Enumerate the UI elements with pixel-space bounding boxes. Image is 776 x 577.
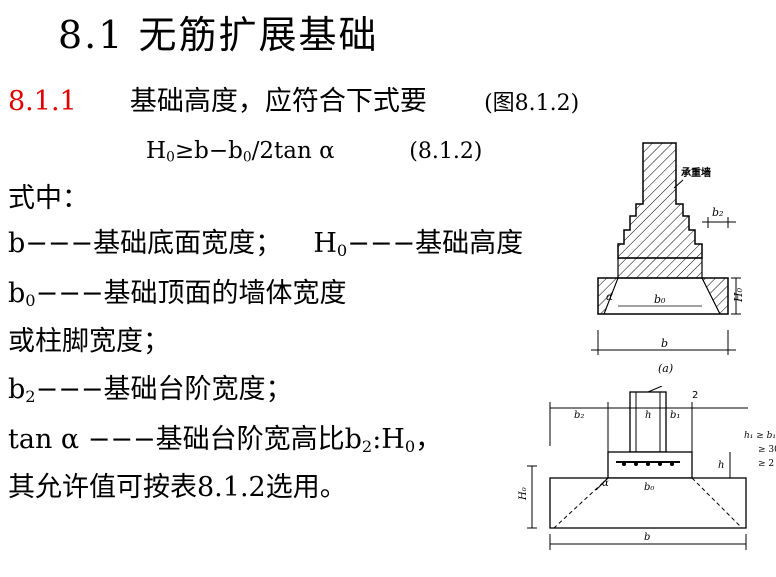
figure-a-h0-label: H₀ bbox=[732, 287, 745, 303]
slide-title: 8.1 无筋扩展基础 bbox=[58, 13, 379, 57]
formula-b-sub: 0 bbox=[242, 149, 252, 166]
definition-tan-alpha: tan α −−−基础台阶宽高比b2:H0， bbox=[8, 424, 443, 457]
figure-b-note-3: ≥ 2 bbox=[758, 459, 774, 469]
figure-b-leader-number: 2 bbox=[692, 390, 698, 401]
formula: H0≥b−b0/2tan α (8.1.2) bbox=[146, 138, 483, 166]
figure-a-b0-label: b₀ bbox=[654, 293, 666, 306]
figure-b-note-2: ≥ 30 bbox=[758, 445, 776, 455]
definition-h0: −−−基础高度 bbox=[347, 228, 524, 259]
section-text: 基础高度，应符合下式要 bbox=[129, 86, 427, 117]
tan-alpha-mid: :H bbox=[372, 424, 405, 455]
figure-b-h-top-label: h bbox=[645, 410, 651, 421]
allowed-values-note: 其允许值可按表8.1.2选用。 bbox=[8, 472, 347, 503]
section-number: 8.1.1 bbox=[8, 86, 77, 117]
figure-b-b2-label: b₂ bbox=[574, 410, 584, 421]
b2-text: −−−基础台阶宽度； bbox=[35, 374, 293, 405]
definition-b-h0: b−−−基础底面宽度； H0−−−基础高度 bbox=[8, 228, 524, 261]
b2-subscript: 2 bbox=[25, 387, 36, 407]
definition-b2: b2−−−基础台阶宽度； bbox=[8, 374, 293, 407]
figure-a-wall-label: 承重墙 bbox=[681, 166, 711, 179]
b2-symbol: b bbox=[8, 374, 26, 405]
definition-b: b−−−基础底面宽度； bbox=[8, 228, 283, 259]
figure-b-alpha-label: α bbox=[602, 478, 609, 489]
figure-b-column-foundation: 2 b₂ h b₁ h b₀ α H₀ b h₁ ≥ b₁ ≥ 30 ≥ 2 bbox=[518, 386, 776, 550]
figure-a-b-label: b bbox=[661, 337, 668, 350]
formula-b: ≥b−b bbox=[174, 138, 243, 164]
figure-b-b-label: b bbox=[644, 532, 650, 543]
definition-b0-continued: 或柱脚宽度； bbox=[8, 326, 170, 357]
figure-b-h0-label: H₀ bbox=[518, 487, 529, 501]
h0-symbol: H bbox=[313, 228, 337, 259]
figure-a-wall-foundation: 承重墙 b₂ α b₀ H₀ b (a) bbox=[591, 142, 745, 375]
tan-alpha-text: tan α −−−基础台阶宽高比b bbox=[8, 424, 362, 455]
tan-alpha-sub2: 0 bbox=[404, 437, 416, 457]
b0-symbol: b bbox=[8, 278, 26, 309]
tan-alpha-sub1: 2 bbox=[361, 437, 373, 457]
where-label: 式中： bbox=[8, 183, 89, 214]
formula-h: H bbox=[146, 138, 167, 164]
figure-b-b1-label: b₁ bbox=[670, 410, 680, 421]
b0-text: −−−基础顶面的墙体宽度 bbox=[35, 278, 347, 309]
b0-subscript: 0 bbox=[25, 291, 36, 311]
formula-tan: /2tan α bbox=[251, 138, 335, 164]
figure-b-h-side-label: h bbox=[718, 460, 724, 471]
figure-b-b0-label: b₀ bbox=[644, 482, 654, 493]
equation-number: (8.1.2) bbox=[409, 139, 483, 164]
definition-b0: b0−−−基础顶面的墙体宽度 bbox=[8, 278, 347, 311]
section-heading: 8.1.1 基础高度，应符合下式要 (图8.1.2) bbox=[8, 88, 579, 115]
h0-subscript: 0 bbox=[336, 241, 348, 261]
figure-reference: (图8.1.2) bbox=[484, 91, 580, 116]
tan-alpha-end: ， bbox=[415, 424, 443, 455]
figure-a-caption: (a) bbox=[658, 362, 673, 375]
figure-a-b2-label: b₂ bbox=[712, 206, 723, 219]
figure-b-note-1: h₁ ≥ b₁ bbox=[744, 431, 776, 441]
formula-h-sub: 0 bbox=[166, 149, 175, 166]
figure-a-alpha-label: α bbox=[606, 292, 613, 303]
